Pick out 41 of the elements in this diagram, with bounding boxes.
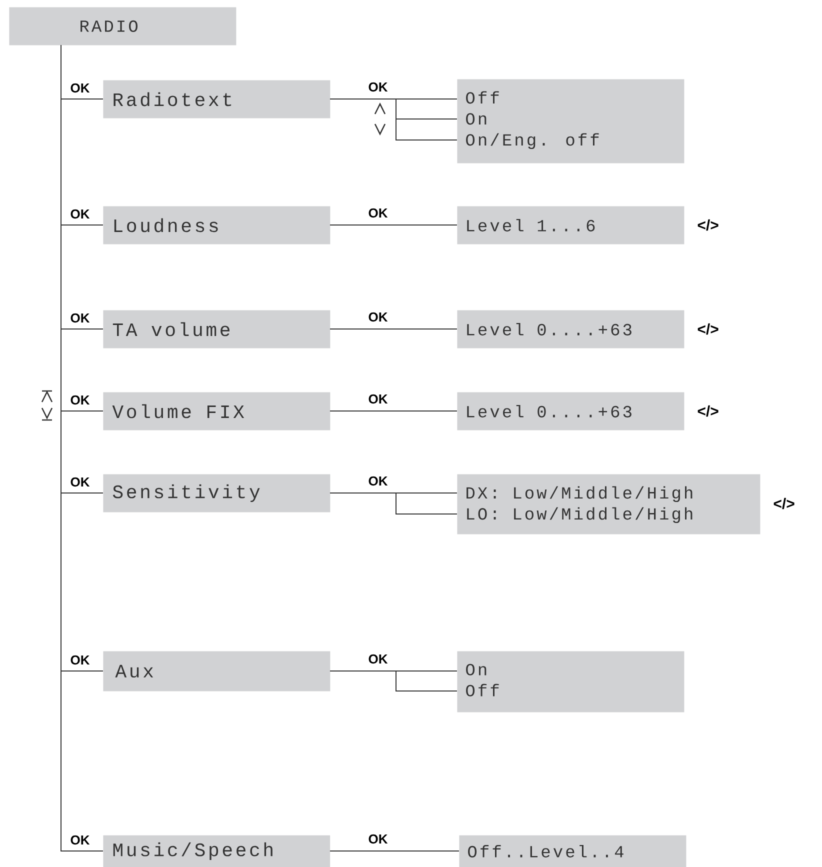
edge-label: OK <box>368 208 388 218</box>
menu-item-box: Volume FIX <box>103 392 330 430</box>
menu-item-box: Radiotext <box>103 80 330 118</box>
connector-line <box>330 492 458 514</box>
edge-label: OK <box>70 313 90 323</box>
edge-label: OK <box>368 476 388 486</box>
option-display-box: On Off <box>457 651 684 712</box>
adjust-symbol: </> <box>698 219 718 231</box>
option-display-box: Off..Level..4 <box>459 835 686 867</box>
edge-label: OK <box>368 654 388 664</box>
edge-label: OK <box>70 209 90 219</box>
title-box: RADIO <box>9 7 236 46</box>
option-display-box: Level 0....+63 <box>457 310 684 348</box>
menu-item-box: TA volume <box>103 310 330 348</box>
edge-label: OK <box>368 82 388 92</box>
connector-line <box>60 44 104 852</box>
edge-label: OK <box>70 477 90 487</box>
connector-line <box>330 224 458 226</box>
edge-label: OK <box>368 312 388 322</box>
option-display-box: DX: Low/Middle/High LO: Low/Middle/High <box>457 474 760 534</box>
connector-line <box>330 410 458 412</box>
option-display-box: Level 0....+63 <box>457 392 684 430</box>
connector-line <box>330 670 458 692</box>
edge-label: OK <box>70 655 90 665</box>
menu-item-box: Loudness <box>103 206 330 244</box>
option-display-box: Off On On/Eng. off <box>457 79 684 164</box>
menu-item-box: Aux <box>103 651 330 692</box>
adjust-symbol: </> <box>698 323 718 335</box>
adjust-symbol: </> <box>698 405 718 417</box>
menu-item-box: Sensitivity <box>103 474 330 512</box>
option-display-box: Level 1...6 <box>457 206 684 244</box>
connector-line <box>330 850 460 852</box>
menu-item-box: Music/Speech <box>103 835 330 867</box>
connector-line <box>330 98 458 140</box>
edge-label: OK <box>368 394 388 404</box>
connector-line <box>330 328 458 330</box>
edge-label: OK <box>70 835 90 845</box>
edge-label: OK <box>70 83 90 93</box>
edge-label: OK <box>70 395 90 405</box>
edge-label: OK <box>368 834 388 844</box>
adjust-symbol: </> <box>774 498 794 510</box>
